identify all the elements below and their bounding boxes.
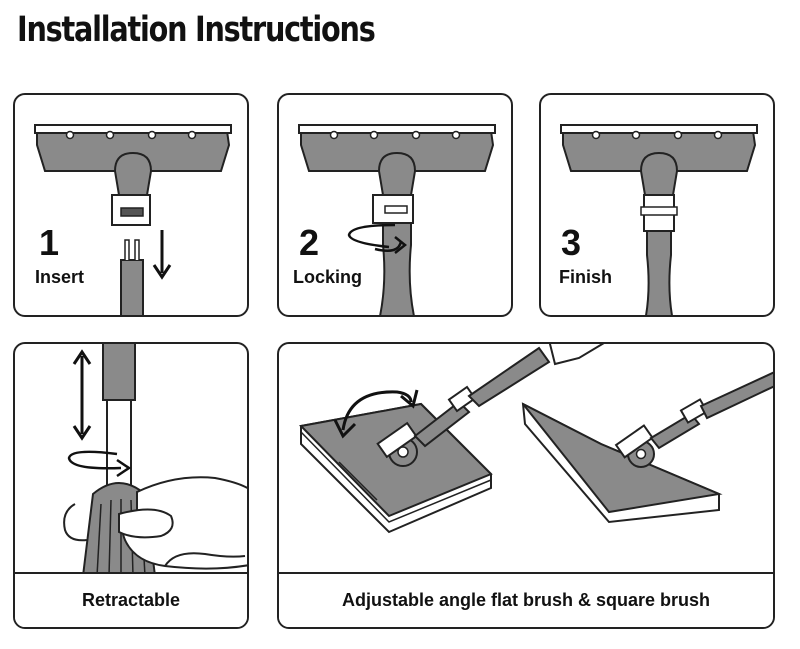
arrow-down-icon <box>152 230 172 280</box>
brushes-caption: Adjustable angle flat brush & square bru… <box>279 572 773 627</box>
retractable-caption: Retractable <box>15 572 247 627</box>
step-1-label: Insert <box>35 267 85 287</box>
step-3-number: 3 <box>561 222 582 263</box>
squeegee-head-illustration <box>34 124 232 315</box>
rotate-arrow-icon <box>347 223 408 254</box>
retractable-panel: Retractable <box>13 342 249 629</box>
rotate-arrow-icon <box>67 450 132 478</box>
step-2-label: Locking <box>293 267 363 287</box>
curved-arrow-icon <box>333 389 419 439</box>
locking-illustration <box>298 124 496 315</box>
step-1-number: 1 <box>39 222 60 263</box>
brushes-panel: Adjustable angle flat brush & square bru… <box>277 342 775 629</box>
step-2-number: 2 <box>299 222 320 263</box>
finished-assembly-illustration <box>560 124 758 315</box>
brushes-illustration <box>298 344 773 534</box>
step-2-panel: 2 Locking <box>277 93 513 317</box>
double-arrow-icon <box>72 349 92 441</box>
step-3-panel: 3 Finish <box>539 93 775 317</box>
retractable-pole-illustration <box>63 344 247 577</box>
page-title: Installation Instructions <box>17 10 376 50</box>
step-3-label: Finish <box>559 267 612 287</box>
step-1-panel: 1 Insert <box>13 93 249 317</box>
